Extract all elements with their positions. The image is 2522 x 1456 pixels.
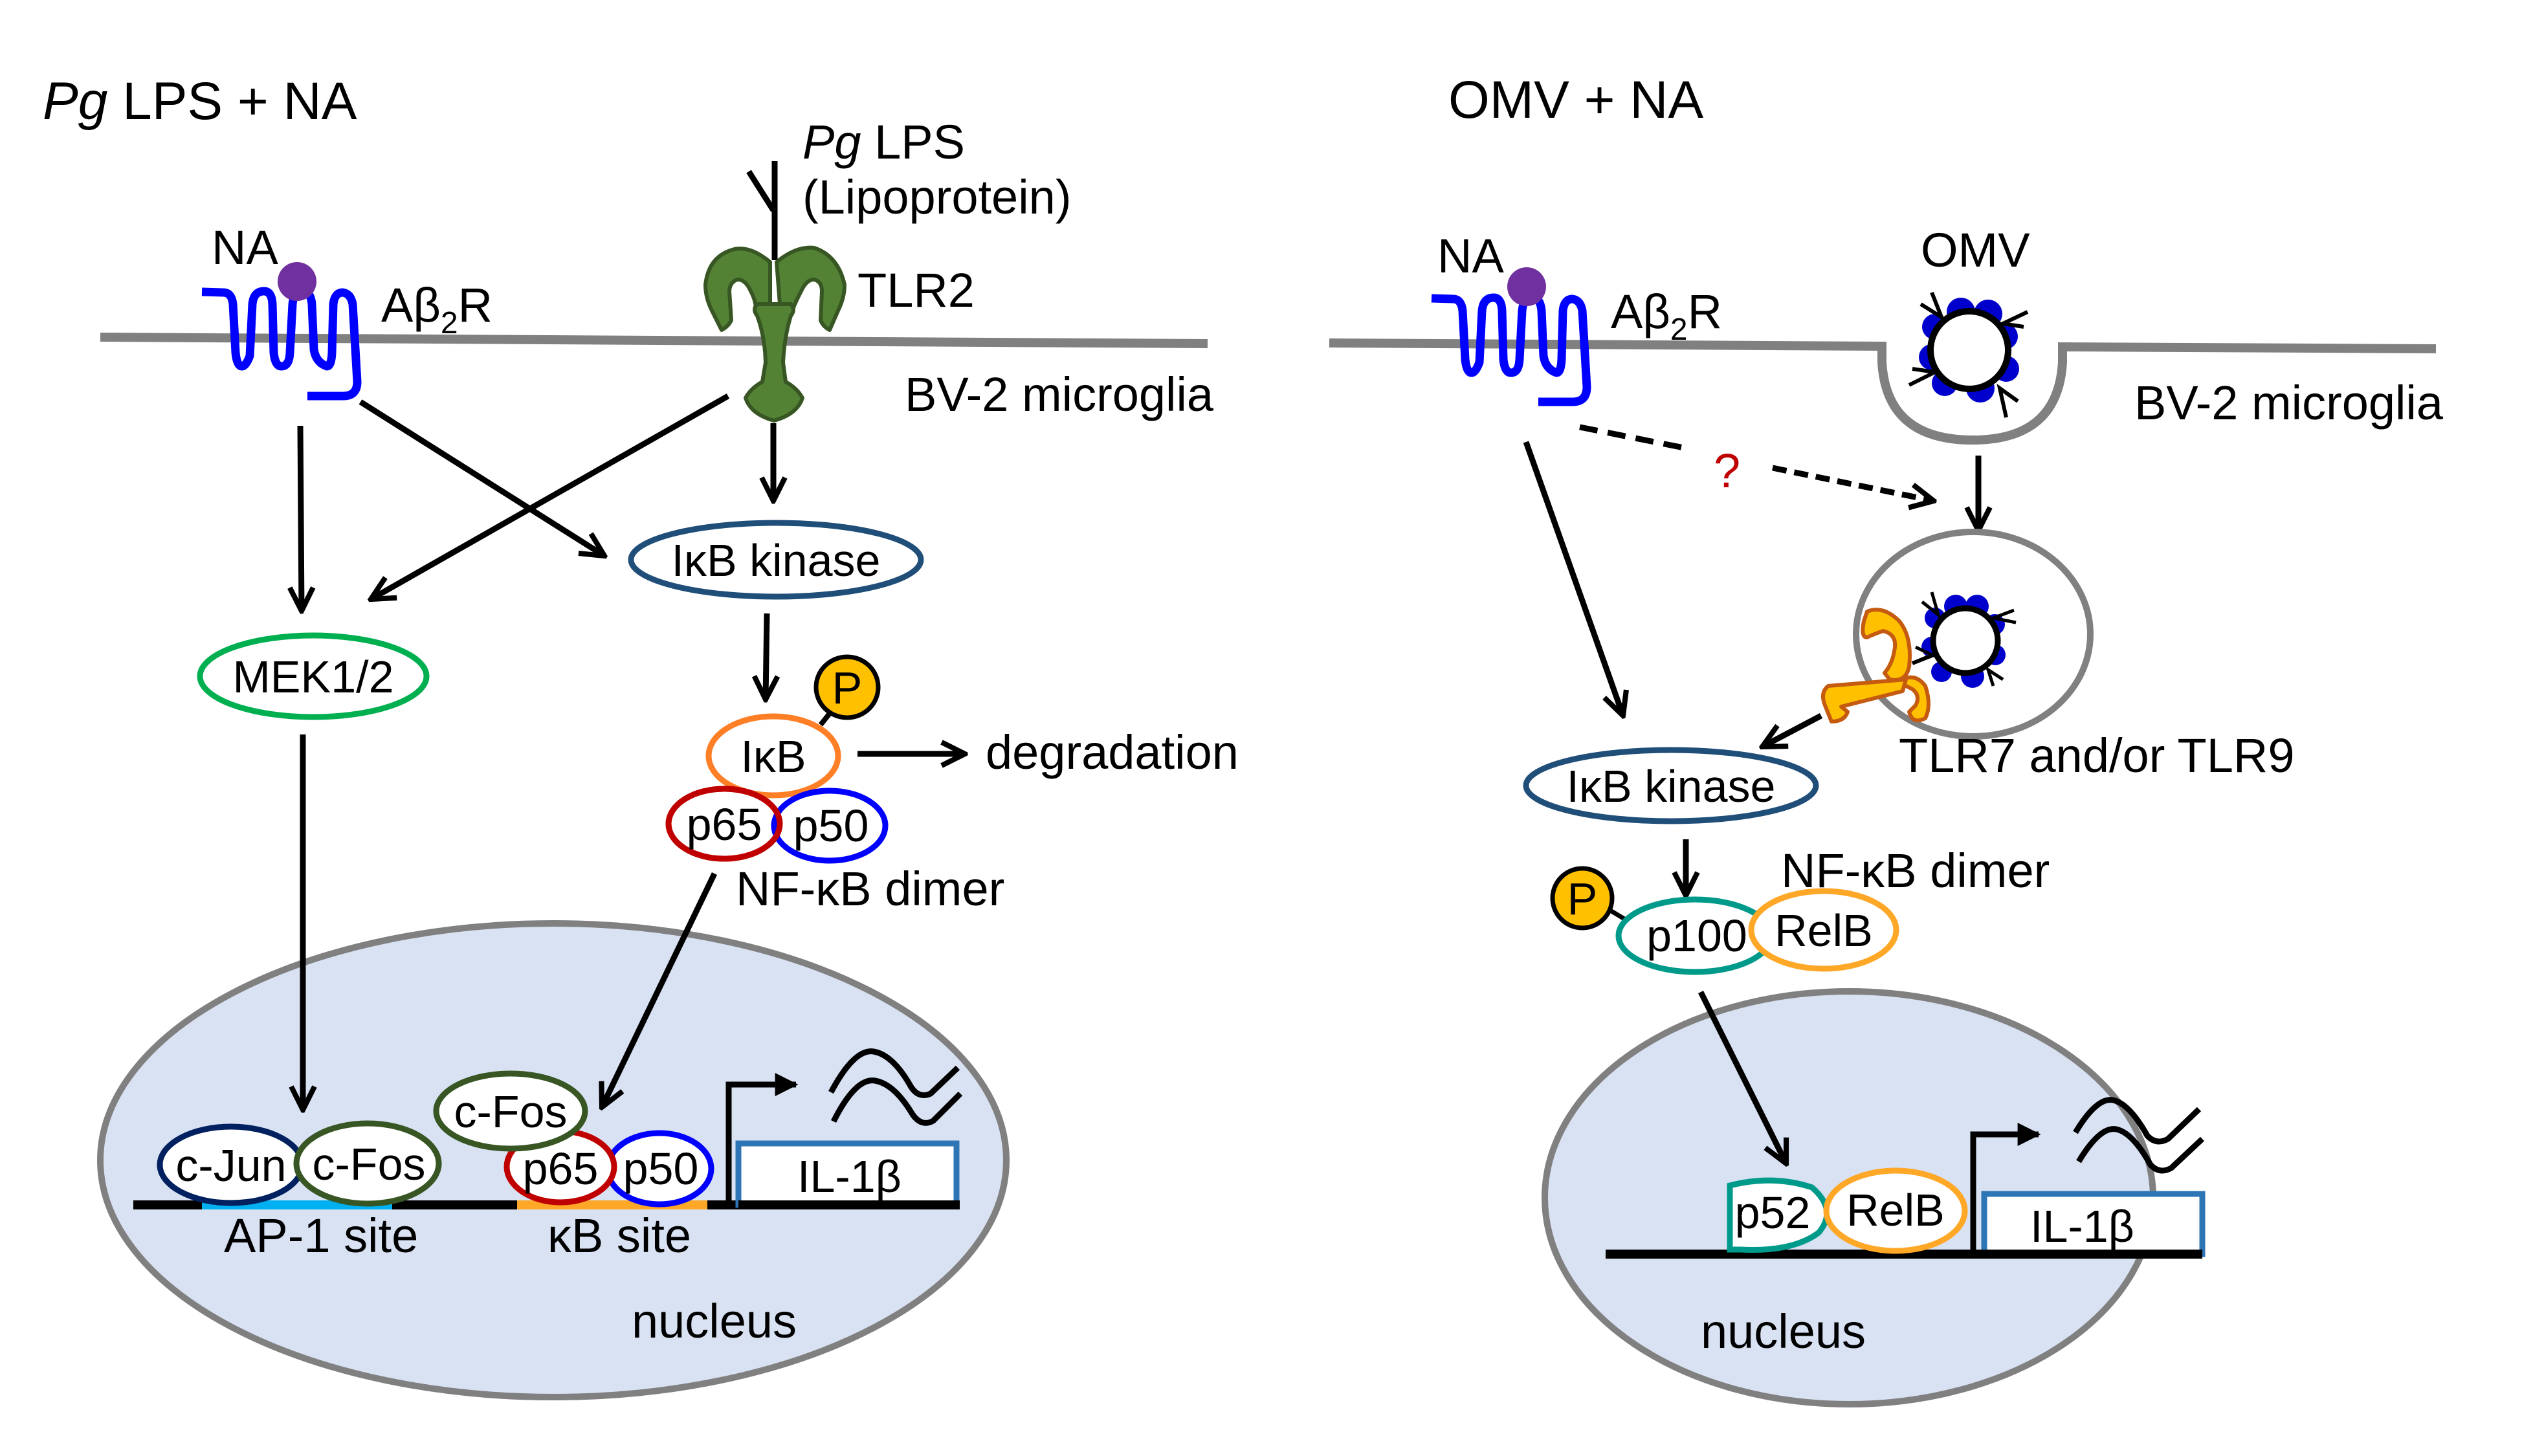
p100-label: p100 bbox=[1646, 910, 1747, 961]
right-noradrenaline-ligand-icon bbox=[1507, 267, 1546, 306]
cfos-node bbox=[293, 1120, 442, 1207]
dashed-path-segment-2 bbox=[1772, 465, 1934, 501]
left-na-label: NA bbox=[212, 221, 278, 274]
tlr2-label: TLR2 bbox=[857, 263, 975, 317]
unknown-mechanism-label: ? bbox=[1714, 444, 1740, 498]
cfos2-label: c-Fos bbox=[454, 1086, 568, 1137]
cfos2-node bbox=[433, 1070, 588, 1152]
mek-label: MEK1/2 bbox=[233, 652, 394, 702]
left-transcription-start-arrow bbox=[725, 1073, 799, 1205]
left-phospho-label: P bbox=[832, 663, 863, 713]
relb-node bbox=[1748, 888, 1899, 972]
lps-lipoprotein-icon bbox=[746, 161, 778, 260]
left-cell-label: BV-2 microglia bbox=[905, 368, 1214, 421]
arrow-ikk-to-ikb bbox=[766, 613, 767, 700]
right-mrna-icon bbox=[2073, 1097, 2205, 1174]
tlr2-receptor-icon bbox=[703, 245, 846, 423]
ap1-site-label: AP-1 site bbox=[224, 1209, 418, 1263]
endosomal-omv-icon bbox=[1912, 591, 2017, 688]
left-p50-label: p50 bbox=[793, 800, 869, 851]
right-na-label: NA bbox=[1437, 229, 1504, 283]
right-nucleus-label: nucleus bbox=[1701, 1305, 1866, 1358]
right-receptor-label: Aβ2R bbox=[1611, 285, 1722, 347]
kb-site-label: κB site bbox=[548, 1209, 691, 1263]
left-panel-title: Pg LPS + NA bbox=[43, 72, 357, 131]
left-receptor-label: Aβ2R bbox=[381, 278, 492, 340]
arrow-right-receptor-to-ikk bbox=[1523, 441, 1623, 716]
ikb-label: IκB bbox=[740, 731, 806, 782]
nuclear-relb-node bbox=[1823, 1167, 1968, 1254]
tlr-omv-contact-line bbox=[1911, 653, 1935, 665]
right-transcription-start-arrow bbox=[1970, 1123, 2041, 1254]
left-panel: Pg LPS + NA NA Aβ2R Pg LPS (Lipoprotein)… bbox=[43, 72, 1239, 1400]
right-panel: OMV + NA NA Aβ2R OMV BV bbox=[1329, 71, 2444, 1407]
right-ikk-label: IκB kinase bbox=[1567, 761, 1776, 811]
nuclear-p65-label: p65 bbox=[523, 1143, 599, 1194]
right-adrenergic-receptor-icon bbox=[1431, 293, 1591, 406]
right-panel-title: OMV + NA bbox=[1448, 71, 1703, 129]
left-ikk-label: IκB kinase bbox=[672, 535, 881, 586]
right-gene-label: IL-1β bbox=[2030, 1201, 2134, 1252]
arrow-tlr2-to-mek bbox=[371, 393, 730, 599]
left-dimer-label: NF-κB dimer bbox=[736, 862, 1004, 916]
tlr7-9-label: TLR7 and/or TLR9 bbox=[1899, 729, 2295, 782]
left-p50-node bbox=[771, 788, 889, 864]
tlr7-tlr9-receptor-icon bbox=[1820, 608, 1930, 723]
left-ikk-node bbox=[628, 520, 924, 600]
left-cell-membrane bbox=[100, 333, 1208, 348]
relb-label: RelB bbox=[1775, 905, 1873, 956]
lps-sublabel: (Lipoprotein) bbox=[802, 170, 1071, 224]
right-cell-membrane bbox=[1329, 338, 2437, 445]
nuclear-p50-label: p50 bbox=[623, 1143, 699, 1194]
arrow-nfkb-to-nucleus bbox=[602, 872, 718, 1107]
left-ikb-node bbox=[705, 713, 841, 799]
p52-label: p52 bbox=[1735, 1187, 1811, 1238]
arrow-receptor-to-mek bbox=[300, 425, 302, 611]
left-mrna-icon bbox=[828, 1048, 963, 1126]
nuclear-relb-label: RelB bbox=[1846, 1185, 1945, 1235]
cfos-label: c-Fos bbox=[313, 1139, 426, 1189]
left-p65-label: p65 bbox=[687, 799, 762, 850]
arrow-receptor-to-ikk bbox=[359, 399, 604, 556]
cjun-label: c-Jun bbox=[175, 1140, 286, 1191]
lps-label: Pg LPS bbox=[802, 115, 965, 169]
arrow-dimer-to-nucleus bbox=[1698, 990, 1786, 1164]
arrow-tlr7-to-ikk bbox=[1762, 713, 1823, 747]
left-phospho-icon bbox=[813, 654, 881, 720]
omv-label: OMV bbox=[1921, 223, 2030, 277]
right-phospho-icon bbox=[1550, 866, 1615, 931]
right-cell-label: BV-2 microglia bbox=[2134, 376, 2444, 430]
right-ikk-node bbox=[1523, 747, 1819, 824]
mek-node bbox=[197, 632, 430, 720]
dashed-path-segment-1 bbox=[1579, 424, 1688, 452]
left-nucleus-label: nucleus bbox=[632, 1294, 797, 1348]
left-gene-label: IL-1β bbox=[797, 1151, 902, 1202]
omv-vesicle-icon bbox=[1908, 291, 2029, 418]
left-p65-outline bbox=[665, 786, 783, 862]
left-adrenergic-receptor-icon bbox=[201, 287, 362, 401]
right-phospho-label: P bbox=[1567, 874, 1598, 924]
left-noradrenaline-ligand-icon bbox=[278, 262, 316, 301]
degradation-label: degradation bbox=[986, 725, 1239, 779]
